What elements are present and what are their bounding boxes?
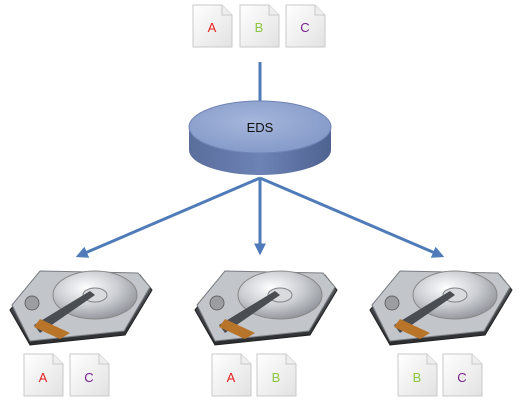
disk-2-document-b: B (256, 353, 297, 397)
output-arrow-right (259, 176, 445, 258)
top-document-b: B (239, 4, 280, 48)
eds-node: EDS (188, 100, 332, 175)
document-letter: C (457, 370, 466, 385)
document-letter: C (300, 20, 309, 35)
disk-3-document-c: C (442, 353, 483, 397)
hard-disk-icon (369, 270, 513, 346)
disk-1-document-c: C (69, 353, 110, 397)
eds-label: EDS (247, 120, 274, 135)
document-letter: B (272, 370, 281, 385)
document-letter: A (227, 370, 236, 385)
hard-disk-icon (194, 270, 338, 346)
disk-3-document-b: B (397, 353, 438, 397)
document-letter: A (39, 370, 48, 385)
document-letter: B (255, 20, 264, 35)
eds-disc-top (188, 100, 332, 154)
document-letter: B (413, 370, 422, 385)
output-arrow-left (75, 176, 261, 258)
document-letter: C (84, 370, 93, 385)
document-letter: A (208, 20, 217, 35)
top-document-a: A (192, 4, 233, 48)
disk-1-document-a: A (23, 353, 64, 397)
disk-2-document-a: A (211, 353, 252, 397)
hard-disk-icon (9, 270, 153, 346)
top-document-c: C (285, 4, 326, 48)
